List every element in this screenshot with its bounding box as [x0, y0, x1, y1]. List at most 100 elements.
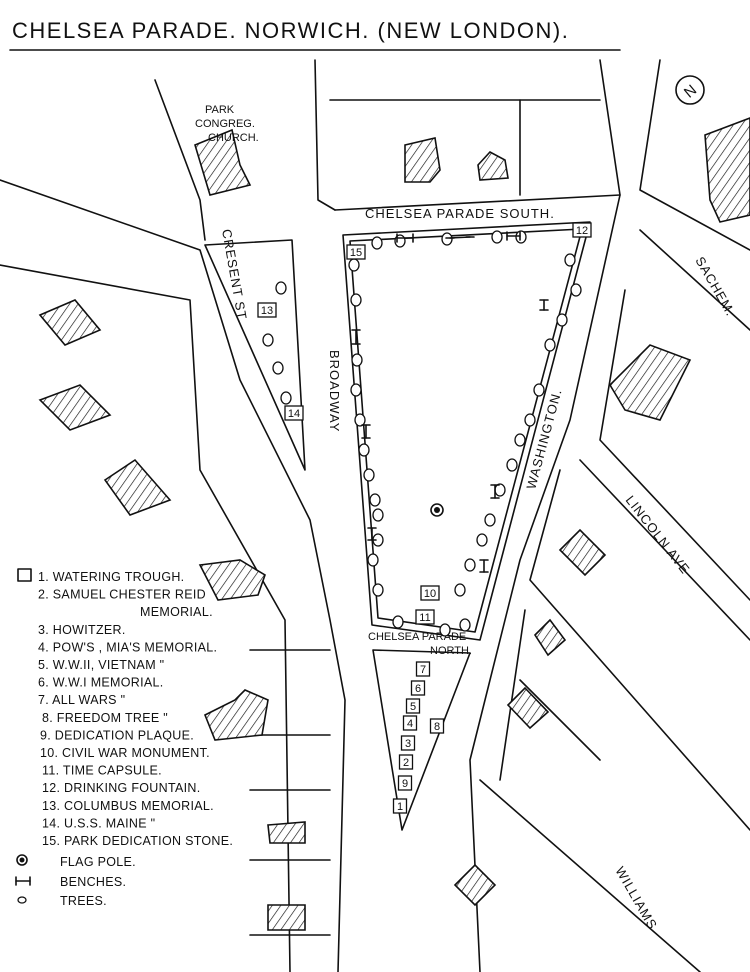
svg-text:13: 13: [261, 305, 273, 317]
legend-item: 14. U.S.S. MAINE ": [42, 816, 155, 830]
legend-marker-icon: [17, 568, 32, 582]
svg-text:1: 1: [397, 801, 403, 813]
church-label-3: CHURCH.: [208, 132, 259, 144]
tree-icon: [454, 583, 466, 597]
tree-icon: [439, 623, 451, 637]
legend-item: 8. FREEDOM TREE ": [42, 711, 168, 725]
svg-text:6: 6: [415, 683, 421, 695]
tree-icon: [369, 493, 381, 507]
tree-icon: [363, 468, 375, 482]
svg-text:BENCHES.: BENCHES.: [60, 875, 126, 889]
street-williams: WILLIAMS: [612, 864, 660, 932]
tree-icon: [262, 333, 274, 347]
marker-9: 9: [397, 775, 413, 791]
legend-item: 11. TIME CAPSULE.: [42, 764, 162, 778]
bench-icon: [396, 233, 414, 243]
tree-icon: [371, 236, 383, 250]
legend-item: 6. W.W.I MEMORIAL.: [38, 676, 164, 690]
bench-icon: [367, 527, 377, 541]
legend-item: 4. POW'S , MIA'S MEMORIAL.: [38, 640, 217, 654]
trees: [262, 230, 582, 637]
main-park-outline: [342, 221, 591, 641]
church-label-2: CONGREG.: [195, 118, 255, 130]
legend: 1. WATERING TROUGH.2. SAMUEL CHESTER REI…: [15, 568, 233, 908]
bench-icon: [506, 231, 521, 241]
tree-icon: [459, 618, 471, 632]
legend-item: 12. DRINKING FOUNTAIN.: [42, 781, 200, 795]
main-park-inner: [349, 228, 583, 633]
tree-icon: [275, 281, 287, 295]
buildings: [38, 117, 750, 931]
marker-11: 11: [415, 609, 435, 625]
svg-text:TREES.: TREES.: [60, 894, 107, 908]
bench-icon: [445, 236, 475, 239]
marker-5: 5: [405, 698, 421, 714]
tree-icon: [533, 383, 545, 397]
street-chelsea-parade-north-1: CHELSEA PARADE: [368, 631, 466, 643]
legend-item: 15. PARK DEDICATION STONE.: [42, 834, 233, 848]
marker-1: 1: [392, 798, 408, 814]
tree-icon: [484, 513, 496, 527]
svg-text:FLAG POLE.: FLAG POLE.: [60, 855, 136, 869]
legend-item: 10. CIVIL WAR MONUMENT.: [40, 746, 210, 760]
tree-icon: [354, 413, 366, 427]
legend-trees: TREES.: [17, 894, 107, 908]
marker-6: 6: [410, 680, 426, 696]
tree-icon: [570, 283, 582, 297]
svg-text:5: 5: [410, 701, 416, 713]
tree-icon: [506, 458, 518, 472]
tree-icon: [514, 433, 526, 447]
bench-icon: [539, 299, 549, 311]
tree-icon: [515, 230, 527, 244]
street-chelsea-parade-north-2: NORTH.: [430, 645, 472, 657]
svg-text:12: 12: [576, 225, 588, 237]
street-lincoln: LINCOLN AVE: [623, 493, 693, 577]
tree-icon: [358, 443, 370, 457]
tree-icon: [372, 583, 384, 597]
bench-icon: [361, 424, 371, 439]
svg-text:10: 10: [424, 588, 436, 600]
tree-icon: [392, 615, 404, 629]
legend-item: 2. SAMUEL CHESTER REID: [38, 588, 206, 602]
legend-item: 9. DEDICATION PLAQUE.: [40, 728, 194, 742]
svg-text:4: 4: [407, 718, 413, 730]
crescent-triangle: [204, 239, 306, 471]
legend-benches: BENCHES.: [15, 875, 126, 889]
svg-text:2: 2: [403, 757, 409, 769]
church-label-1: PARK: [205, 104, 235, 116]
legend-item: MEMORIAL.: [140, 605, 213, 619]
legend-item: 5. W.W.II, VIETNAM ": [38, 658, 164, 672]
legend-item: 7. ALL WARS ": [38, 693, 125, 707]
tree-icon: [524, 413, 536, 427]
tree-icon: [372, 508, 384, 522]
tree-icon: [280, 391, 292, 405]
legend-flag-pole: FLAG POLE.: [16, 854, 136, 869]
street-chelsea-parade-south: CHELSEA PARADE SOUTH.: [365, 206, 555, 221]
marker-15: 15: [346, 244, 366, 260]
marker-3: 3: [400, 735, 416, 751]
tree-icon: [491, 230, 503, 244]
marker-13: 13: [257, 302, 277, 318]
marker-10: 10: [420, 585, 440, 601]
tree-icon: [476, 533, 488, 547]
bench-icon: [479, 559, 489, 573]
marker-12: 12: [572, 222, 592, 238]
bench-icon: [351, 329, 361, 345]
legend-item: 13. COLUMBUS MEMORIAL.: [42, 799, 214, 813]
marker-2: 2: [398, 754, 414, 770]
tree-icon: [351, 353, 363, 367]
tree-icon: [441, 232, 453, 246]
street-broadway: BROADWAY: [327, 350, 342, 432]
north-arrow-icon: N: [675, 75, 705, 105]
tree-icon: [556, 313, 568, 327]
legend-item: 3. HOWITZER.: [38, 623, 126, 637]
tree-icon: [348, 258, 360, 272]
svg-text:11: 11: [419, 612, 430, 624]
street-sachem: SACHEM.: [692, 254, 738, 319]
marker-14: 14: [284, 405, 304, 421]
tree-icon: [564, 253, 576, 267]
benches: [351, 231, 549, 573]
svg-text:8: 8: [434, 721, 440, 733]
